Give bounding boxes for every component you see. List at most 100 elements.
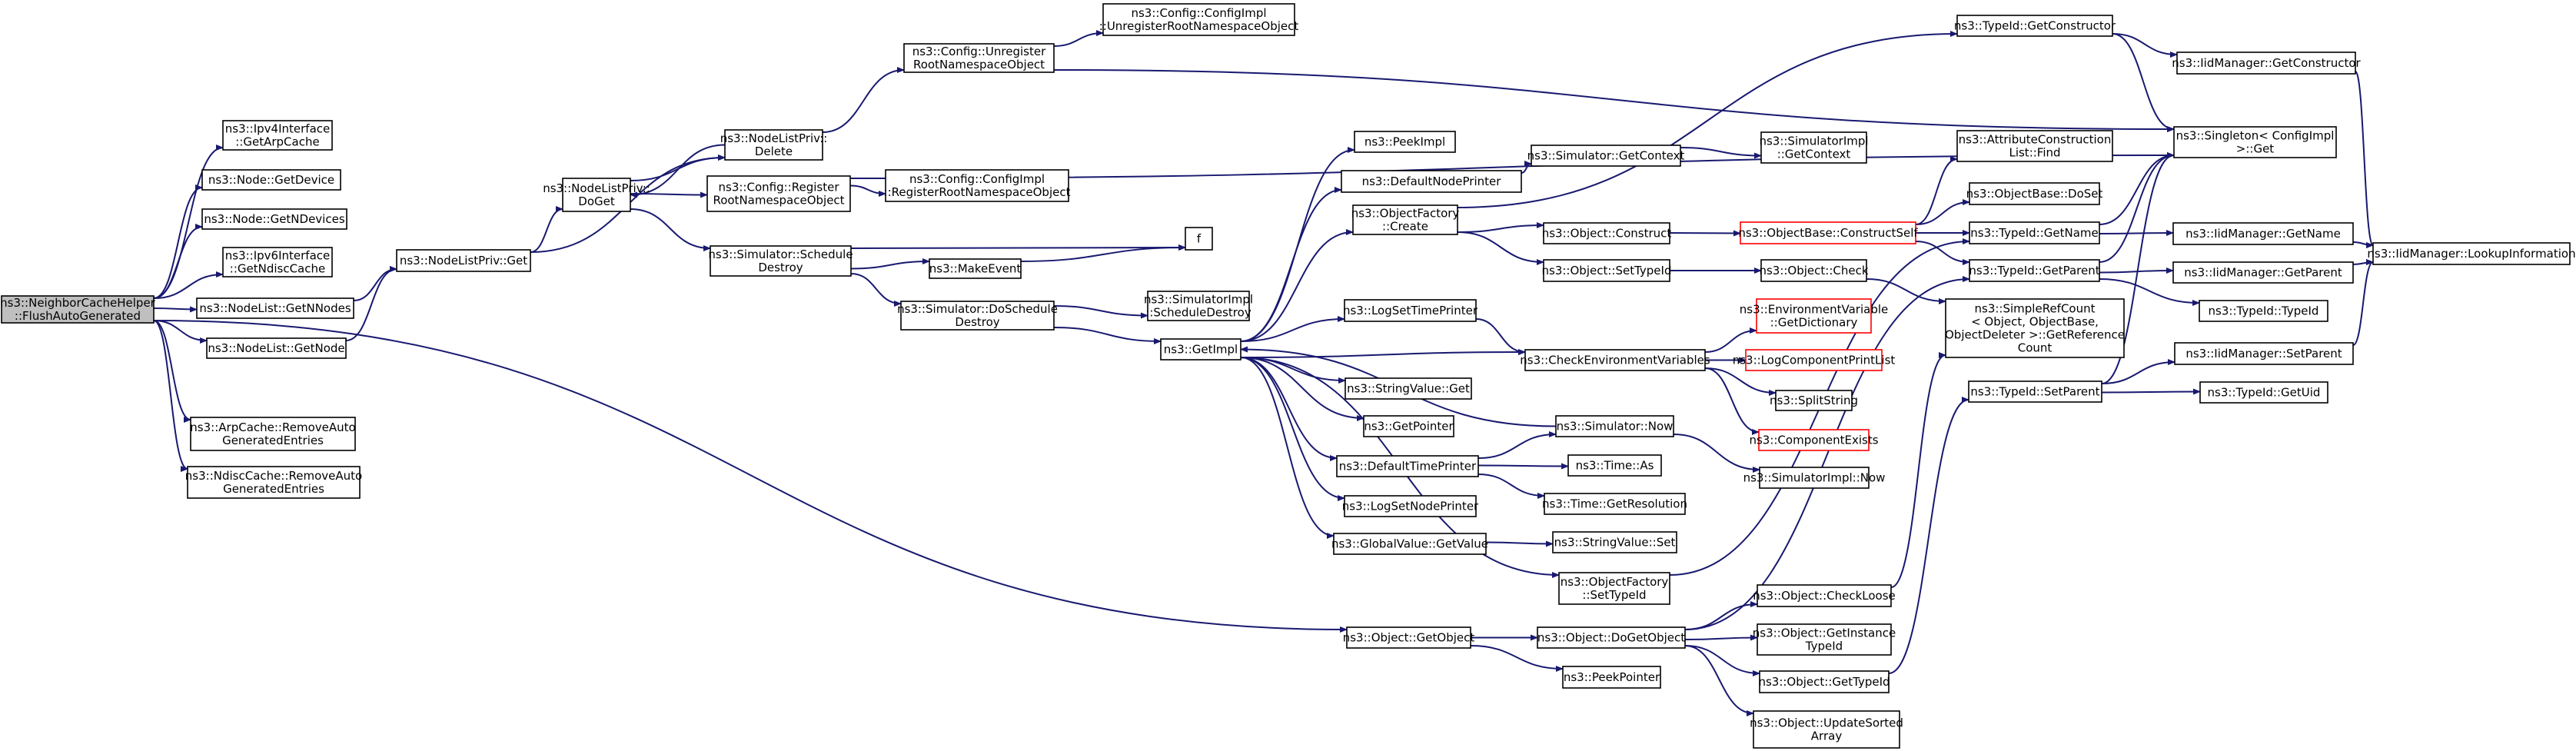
node-simimpl-now[interactable]: ns3::SimulatorImpl::Now [1743,467,1886,489]
node-label: ns3::LogSetTimePrinter [1343,304,1478,317]
node-object-construct[interactable]: ns3::Object::Construct [1542,222,1672,244]
node-box [1757,584,1892,607]
node-iidmanager-setparent[interactable]: ns3::IidManager::SetParent [2174,342,2354,365]
node-label: ns3::IidManager::GetConstructor [2172,56,2361,70]
node-nodelistpriv-get[interactable]: ns3::NodeListPriv::Get [396,249,531,272]
node-checkenvvars[interactable]: ns3::CheckEnvironmentVariables [1520,349,1710,371]
nodes-layer: ns3::NeighborCacheHelper::FlushAutoGener… [0,3,2576,749]
node-logsetnodeprinter[interactable]: ns3::LogSetNodePrinter [1342,495,1479,517]
edge-root-to-node-getdevice [153,184,203,299]
node-ndisccache-remove[interactable]: ns3::NdiscCache::RemoveAutoGeneratedEntr… [185,466,362,499]
node-node-getndevices[interactable]: ns3::Node::GetNDevices [201,208,347,230]
node-time-getresolution[interactable]: ns3::Time::GetResolution [1542,493,1687,515]
node-objectbase-constructself[interactable]: ns3::ObjectBase::ConstructSelf [1738,221,1918,244]
node-label: ns3::Ipv4Interface [225,122,331,136]
node-typeid-getconstructor[interactable]: ns3::TypeId::GetConstructor [1954,15,2116,37]
node-iidmanager-getparent[interactable]: ns3::IidManager::GetParent [2172,261,2354,284]
node-makeevent[interactable]: ns3::MakeEvent [929,258,1022,279]
node-singleton-get[interactable]: ns3::Singleton< ConfigImpl >::Get [2173,126,2337,158]
node-getimpl[interactable]: ns3::GetImpl [1160,338,1241,361]
node-box [1555,415,1674,437]
node-peekimpl[interactable]: ns3::PeekImpl [1354,131,1456,153]
node-simplerefcount[interactable]: ns3::SimpleRefCount< Object, ObjectBase,… [1945,298,2125,358]
node-label: Delete [755,145,793,158]
node-defaultnodeprinter[interactable]: ns3::DefaultNodePrinter [1341,170,1522,193]
node-box [1336,455,1479,477]
node-iidmanager-getconstructor[interactable]: ns3::IidManager::GetConstructor [2172,52,2362,75]
node-getpointer[interactable]: ns3::GetPointer [1363,415,1454,437]
node-label: ::GetNdiscCache [230,262,325,276]
edge-makeevent-to-f [1020,244,1186,262]
node-sim-scheduledestroy[interactable]: ns3::Simulator::ScheduleDestroy [708,245,853,277]
edge-objfactory-create-to-typeid-getconstructor [1457,31,1958,208]
node-config-register[interactable]: ns3::Config::RegisterRootNamespaceObject [706,175,851,212]
node-typeid-getname[interactable]: ns3::TypeId::GetName [1969,221,2100,244]
edge-object-gettypeid-to-typeid-setparent [1888,397,1969,674]
node-logcomponentprintlist[interactable]: ns3::LogComponentPrintList [1733,349,1896,371]
edge-root-to-arpcache-remove [153,320,191,423]
node-object-check[interactable]: ns3::Object::Check [1759,259,1869,282]
node-label: ns3::GetImpl [1164,343,1238,357]
node-envvar-getdictionary[interactable]: ns3::EnvironmentVariable::GetDictionary [1740,298,1888,334]
node-nodelistpriv-doget[interactable]: ns3::NodeListPriv::DoGet [543,178,650,212]
node-root[interactable]: ns3::NeighborCacheHelper::FlushAutoGener… [0,295,156,324]
node-simimpl-scheduledestroy[interactable]: ns3::SimulatorImpl::ScheduleDestroy [1144,291,1253,321]
node-objectbase-doset[interactable]: ns3::ObjectBase::DoSet [1966,182,2103,205]
node-object-settypeid[interactable]: ns3::Object::SetTypeId [1542,259,1672,282]
node-label: ns3::AttributeConstruction [1959,133,2112,147]
node-nodelist-getnnodes[interactable]: ns3::NodeList::GetNNodes [196,297,354,319]
node-label: ::UnregisterRootNamespaceObject [1099,19,1299,33]
node-nodelistpriv-delete[interactable]: ns3::NodeListPriv::Delete [720,129,828,161]
node-componentexists[interactable]: ns3::ComponentExists [1749,429,1879,451]
node-objfactory-create[interactable]: ns3::ObjectFactory::Create [1351,204,1460,235]
node-logsettimeprinter[interactable]: ns3::LogSetTimePrinter [1343,299,1478,322]
node-box [2173,126,2337,158]
node-configimpl-unregister[interactable]: ns3::Config::ConfigImpl::UnregisterRootN… [1099,3,1299,36]
node-stringvalue-get[interactable]: ns3::StringValue::Get [1345,377,1472,400]
node-defaulttimeprinter[interactable]: ns3::DefaultTimePrinter [1336,455,1479,477]
node-label: ns3::CheckEnvironmentVariables [1520,354,1710,367]
node-sim-getcontext[interactable]: ns3::Simulator::GetContext [1527,145,1685,167]
node-typeid-typeid[interactable]: ns3::TypeId::TypeId [2199,300,2328,322]
node-configimpl-register[interactable]: ns3::Config::ConfigImpl::RegisterRootNam… [884,169,1071,202]
node-stringvalue-set[interactable]: ns3::StringValue::Set [1552,531,1677,553]
node-typeid-getparent[interactable]: ns3::TypeId::GetParent [1969,259,2100,282]
node-peekpointer[interactable]: ns3::PeekPointer [1562,666,1661,689]
edge-objectbase-constructself-to-attrconstructionlist-find [1915,156,1958,225]
node-arpcache-remove[interactable]: ns3::ArpCache::RemoveAutoGeneratedEntrie… [190,417,356,451]
node-typeid-setparent[interactable]: ns3::TypeId::SetParent [1968,380,2102,403]
node-objfactory-settypeid[interactable]: ns3::ObjectFactory::SetTypeId [1558,572,1670,605]
node-f[interactable]: f [1185,227,1213,251]
node-sim-now[interactable]: ns3::Simulator::Now [1555,415,1674,437]
node-box [1740,221,1916,244]
node-typeid-getuid[interactable]: ns3::TypeId::GetUid [2199,381,2328,404]
node-label: List::Find [2009,146,2060,160]
node-box [1524,349,1706,371]
node-globalvalue-getvalue[interactable]: ns3::GlobalValue::GetValue [1331,533,1488,555]
node-simimpl-getcontext[interactable]: ns3::SimulatorImpl::GetContext [1759,131,1869,164]
edge-logsettimeprinter-to-checkenvvars [1475,318,1526,355]
node-ipv6-getndisccache[interactable]: ns3::Ipv6Interface::GetNdiscCache [222,247,333,277]
node-label: ::SetTypeId [1582,588,1646,602]
node-config-unregister[interactable]: ns3::Config::UnregisterRootNamespaceObje… [903,43,1055,73]
node-ipv4-getarpcache[interactable]: ns3::Ipv4Interface::GetArpCache [222,120,333,151]
node-iidmanager-lookupinformation[interactable]: ns3::IidManager::LookupInformation [2367,242,2576,265]
node-box [1354,131,1456,153]
node-object-dogetobject[interactable]: ns3::Object::DoGetObject [1537,626,1686,649]
node-splitstring[interactable]: ns3::SplitString [1770,390,1858,411]
edge-root-to-ndisccache-remove [153,320,188,472]
node-time-as[interactable]: ns3::Time::As [1567,454,1662,477]
node-node-getdevice[interactable]: ns3::Node::GetDevice [201,169,341,191]
node-iidmanager-getname[interactable]: ns3::IidManager::GetName [2172,222,2354,245]
node-object-checkloose[interactable]: ns3::Object::CheckLoose [1753,584,1896,607]
node-box [1757,623,1892,656]
node-object-getobject[interactable]: ns3::Object::GetObject [1343,626,1475,649]
edge-getimpl-to-objfactory-create [1240,229,1354,342]
node-object-gettypeid[interactable]: ns3::Object::GetTypeId [1758,670,1890,693]
node-box [1758,429,1870,451]
node-nodelist-getnode[interactable]: ns3::NodeList::GetNode [206,337,347,359]
